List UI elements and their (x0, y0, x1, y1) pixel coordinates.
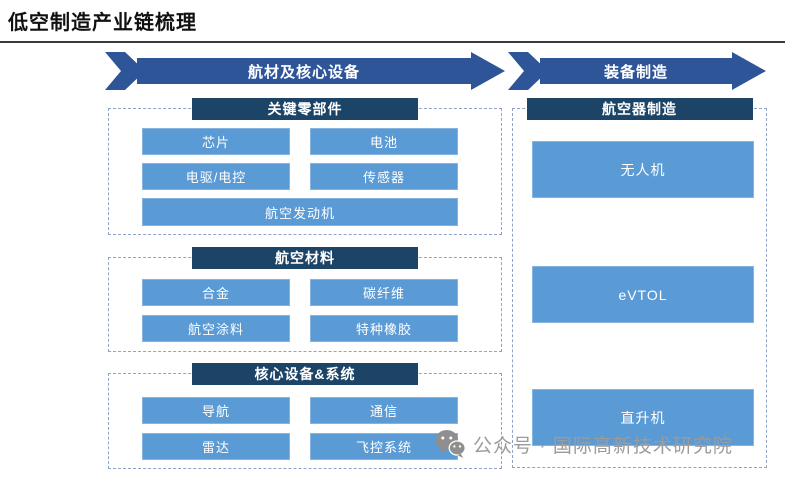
banner2-label: 装备制造 (603, 63, 668, 81)
item-navigation: 导航 (142, 397, 290, 424)
item-flight-control-system: 飞控系统 (310, 433, 458, 460)
item-helicopter: 直升机 (532, 389, 754, 446)
banner1-arrowhead-icon (471, 52, 505, 90)
item-alloy: 合金 (142, 279, 290, 306)
panel-key-components: 关键零部件 芯片 电池 电驱/电控 传感器 航空发动机 (108, 98, 502, 235)
item-evtol: eVTOL (532, 266, 754, 323)
item-communication: 通信 (310, 397, 458, 424)
banner1-label: 航材及核心设备 (247, 63, 360, 81)
item-sensor: 传感器 (310, 163, 458, 190)
item-chip: 芯片 (142, 128, 290, 155)
panel-aircraft-manufacturing-header: 航空器制造 (526, 98, 753, 120)
item-carbon-fiber: 碳纤维 (310, 279, 458, 306)
watermark-text: 公众号 · 国际高新技术研究院 (473, 435, 733, 457)
panel-aviation-materials: 航空材料 合金 碳纤维 航空涂料 特种橡胶 (108, 247, 502, 352)
page-title: 低空制造产业链梳理 (8, 12, 197, 34)
panel-aviation-materials-header: 航空材料 (192, 247, 418, 269)
item-radar: 雷达 (142, 433, 290, 460)
banner2-arrowhead-icon (732, 52, 766, 90)
item-special-rubber: 特种橡胶 (310, 315, 458, 342)
watermark: 公众号 · 国际高新技术研究院 (434, 428, 733, 460)
banner-aviation-materials-equipment: 航材及核心设备 (137, 58, 471, 84)
item-drone: 无人机 (532, 141, 754, 198)
item-aero-engine: 航空发动机 (142, 198, 458, 226)
panel-core-equipment-systems-header: 核心设备&系统 (192, 363, 418, 385)
panel-core-equipment-systems: 核心设备&系统 导航 通信 雷达 飞控系统 (108, 363, 502, 469)
banner-equipment-manufacturing: 装备制造 (540, 58, 732, 84)
wechat-icon (434, 428, 466, 460)
item-battery: 电池 (310, 128, 458, 155)
item-motor-esc: 电驱/电控 (142, 163, 290, 190)
item-aviation-coating: 航空涂料 (142, 315, 290, 342)
panel-key-components-header: 关键零部件 (192, 98, 418, 120)
title-divider (0, 41, 785, 43)
panel-aircraft-manufacturing: 航空器制造 无人机 eVTOL 直升机 (512, 98, 767, 468)
